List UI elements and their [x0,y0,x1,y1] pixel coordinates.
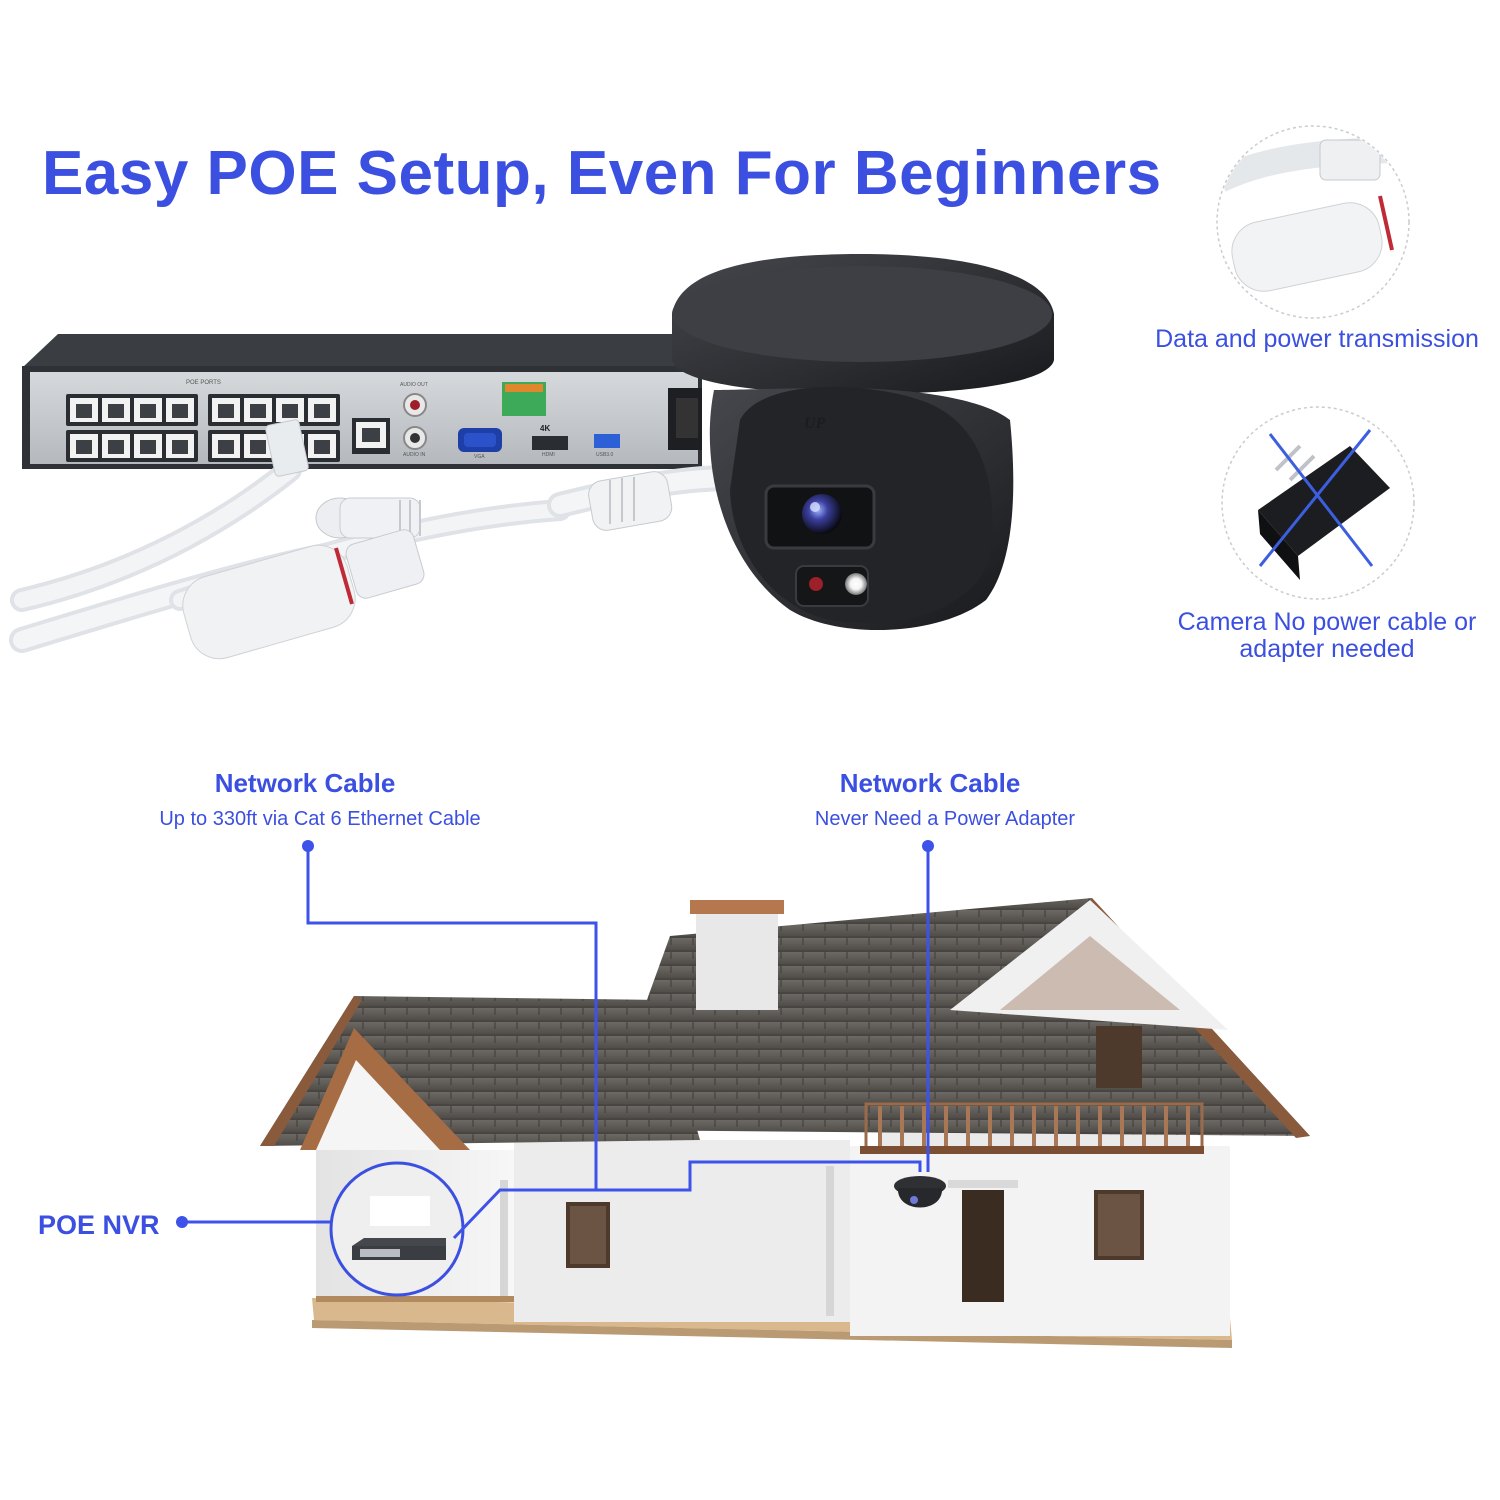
network-cable-left-title: Network Cable [214,768,396,798]
nvr-zoom-circle [329,1161,465,1297]
resolution-label: 4K [540,424,551,433]
nvr-device [22,334,702,469]
cable-connectors [182,419,673,660]
connection-dots [176,840,934,1228]
network-cable-right-title: Network Cable [839,768,1021,798]
headline: Easy POE Setup, Even For Beginners [42,139,1162,208]
callout-no-adapter-label: Camera No power cable or adapter needed [1177,608,1477,663]
poe-nvr-label: POE NVR [38,1210,160,1240]
dome-camera: UP [672,254,1054,631]
poe-ports-label: POE PORTS [186,380,221,386]
network-cable-left-subtitle: Up to 330ft via Cat 6 Ethernet Cable [159,808,481,830]
callout-no-adapter-image [1221,406,1415,600]
connection-lines [182,846,930,1240]
callout-data-power-image [1216,125,1410,319]
audio-in-label: AUDIO IN [403,452,426,458]
usb-label: USB3.0 [596,452,614,458]
camera-brand-mark: UP [804,415,826,432]
callout-data-power-label: Data and power transmission [1155,325,1479,353]
audio-out-label: AUDIO OUT [400,382,428,388]
network-cable-right-subtitle: Never Need a Power Adapter [814,808,1076,830]
vga-label: VGA [474,454,485,460]
hdmi-label: HDMI [542,452,555,458]
